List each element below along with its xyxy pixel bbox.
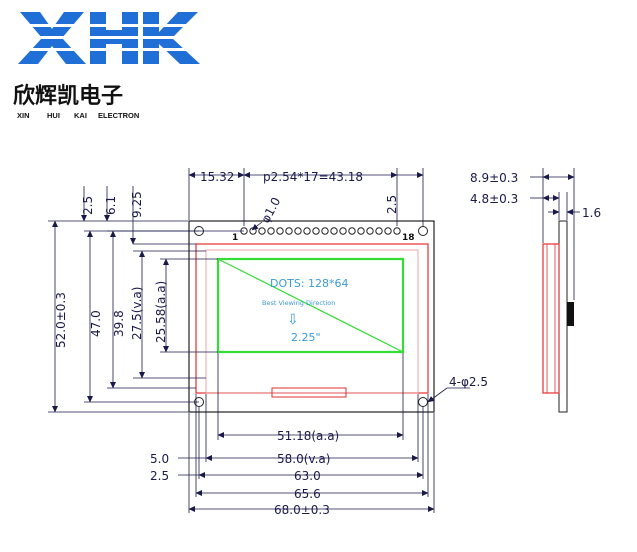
dim-side-8-9: 8.9±0.3 [470,171,518,185]
logo-chinese-name: 欣辉凯电子 [13,83,123,109]
dim-height-25-58: 25.58(a.a) [154,281,168,343]
side-lcd [542,243,560,394]
pin-hole [321,227,329,235]
dim-pin-pitch: p2.54*17=43.18 [263,170,363,184]
pin-hole [384,227,392,235]
dim-top-offset: 15.32 [200,170,234,184]
lcd-dots-label: DOTS: 128*64 [270,277,349,290]
logo-en-xin: XIN [17,111,30,120]
side-view [542,220,574,413]
dimensions-side [530,168,580,300]
dim-height-39-8: 39.8 [112,310,126,337]
pin-last-label: 18 [402,233,415,243]
dim-holes: 4-φ2.5 [449,375,488,389]
logo-en-hui: HUI [47,111,60,120]
dimension-labels-front: 15.32 p2.54*17=43.18 φ1.0 2.5 2.5 6.1 9.… [54,170,488,517]
pin-hole [285,227,293,235]
mounting-hole-tr [418,226,428,236]
dim-width-63: 63.0 [294,469,321,483]
dim-height-47: 47.0 [89,310,103,337]
lcd-bezel-outline [195,243,429,394]
dim-left-9-25: 9.25 [130,191,144,218]
dim-side-4-8: 4.8±0.3 [470,192,518,206]
pin-hole [330,227,338,235]
dim-left-2-5-bottom: 2.5 [150,469,169,483]
dim-width-51-18: 51.18(a.a) [277,429,339,443]
active-area [216,257,405,354]
lcd-size-label: 2.25" [291,331,321,344]
viewing-area-outline [205,249,419,394]
dim-left-2-5: 2.5 [81,196,95,215]
pin-hole [276,227,284,235]
dim-side-1-6: 1.6 [582,206,601,220]
pin-hole [393,227,401,235]
mounting-hole-br [418,397,428,407]
pin-hole [366,227,374,235]
xhk-logo-mark [14,12,204,64]
pin-hole [348,227,356,235]
active-area-diagonal [217,258,404,353]
dim-top-right: 2.5 [385,195,399,214]
dim-height-52: 52.0±0.3 [54,292,68,348]
pin-hole [339,227,347,235]
side-pcb [558,220,568,413]
pin-hole [312,227,320,235]
pin-hole [303,227,311,235]
dim-width-68: 68.0±0.3 [274,503,330,517]
dim-left-5-0: 5.0 [150,452,169,466]
logo-en-kai: KAI [74,111,87,120]
pin-hole [267,227,275,235]
logo-en-electron: ELECTRON [98,111,139,120]
side-connector [567,302,574,326]
dimension-labels-side: 8.9±0.3 4.8±0.3 1.6 [470,171,601,220]
front-view: DOTS: 128*64 Best Viewing Direction ⇩ 2.… [188,220,435,413]
lcd-arrow: ⇩ [287,312,299,328]
pin-first-label: 1 [232,233,238,243]
pin-hole [357,227,365,235]
pin-hole [375,227,383,235]
pin-hole [258,227,266,235]
dim-left-6-1: 6.1 [104,196,118,215]
dimensions-front [48,168,470,513]
fpc-tail [271,387,347,398]
dim-width-58: 58.0(v.a) [277,452,330,466]
pin-hole [294,227,302,235]
dim-width-65-6: 65.6 [294,487,321,501]
lcd-viewing-label: Best Viewing Direction [262,299,335,307]
dim-height-27-5: 27.5(v.a) [130,287,144,340]
pin-row [240,227,401,235]
company-logo: 欣辉凯电子 XIN HUI KAI ELECTRON [13,12,204,120]
pcb-outline [188,220,435,413]
